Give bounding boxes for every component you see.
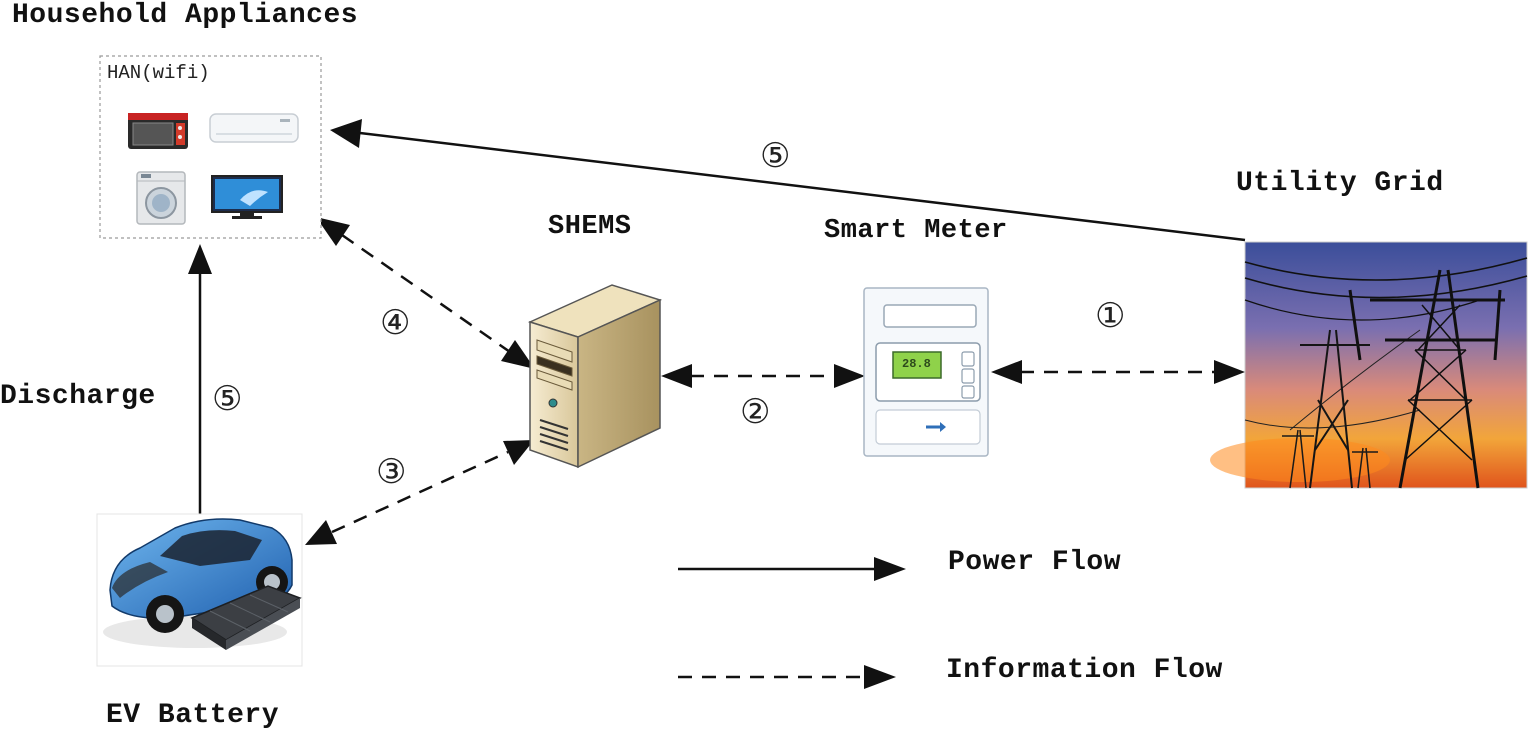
smart-meter-icon — [863, 287, 989, 457]
discharge-label: Discharge — [0, 381, 156, 412]
tv-icon — [211, 175, 283, 219]
step-number-shems-meter: ② — [740, 392, 771, 432]
ev-car-icon — [96, 513, 303, 667]
legend-power-flow-label: Power Flow — [948, 547, 1122, 578]
arrow-shems-ev — [305, 440, 534, 545]
han-label: HAN(wifi) — [107, 62, 210, 84]
step-number-ev-appliances: ⑤ — [212, 379, 243, 419]
step-number-shems-appliances: ④ — [380, 303, 411, 343]
arrow-grid-to-appliances — [330, 119, 1246, 242]
step-number-grid-appliances: ⑤ — [760, 136, 791, 176]
arrow-shems-appliances — [316, 217, 535, 369]
ev-battery-title: EV Battery — [106, 700, 280, 731]
shems-title: SHEMS — [548, 212, 632, 242]
household-appliances-title: Household Appliances — [12, 0, 359, 31]
air-conditioner-icon — [209, 113, 299, 143]
legend-information-flow-label: Information Flow — [946, 655, 1223, 686]
washing-machine-icon — [136, 171, 186, 225]
utility-grid-title: Utility Grid — [1236, 168, 1444, 199]
oven-icon — [128, 113, 188, 149]
utility-grid-image — [1210, 241, 1528, 489]
appliances-box — [99, 55, 322, 239]
arrow-meter-grid — [991, 360, 1245, 384]
shems-computer-icon — [527, 284, 663, 469]
arrow-ev-to-appliances — [188, 244, 212, 514]
legend-info-line — [678, 665, 896, 689]
step-number-meter-grid: ① — [1095, 296, 1126, 336]
arrow-shems-meter — [661, 364, 865, 388]
step-number-shems-ev: ③ — [376, 452, 407, 492]
legend-power-line — [678, 557, 906, 581]
smart-meter-title: Smart Meter — [824, 216, 1008, 246]
meter-display-value: 28.8 — [902, 357, 931, 371]
